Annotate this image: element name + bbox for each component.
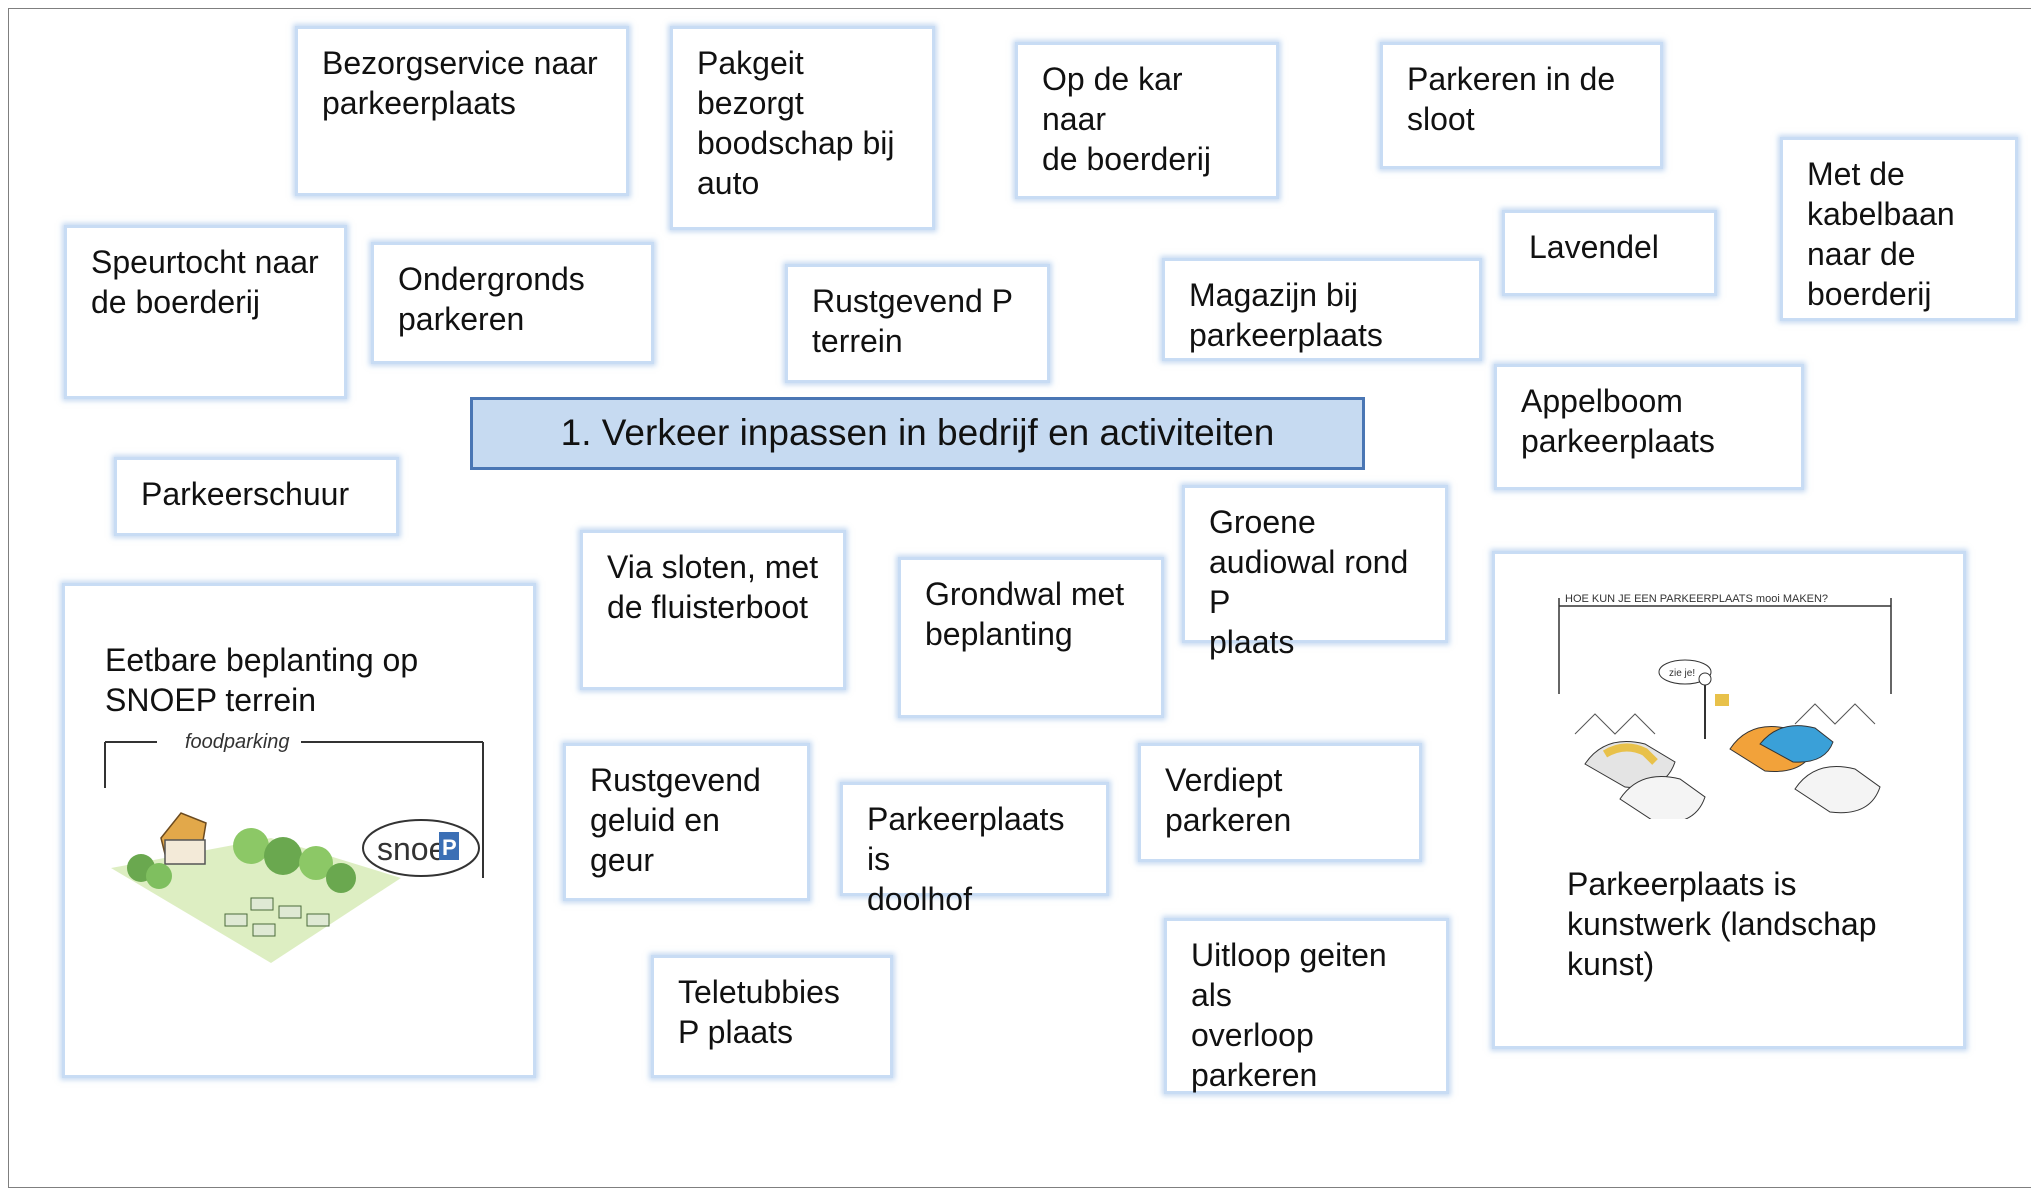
card-kabelbaan: Met de kabelbaan naar de boerderij [1780,137,2018,321]
card-doolhof: Parkeerplaats is doolhof [840,782,1109,917]
card-via-sloten: Via sloten, met de fluisterboot [580,530,846,690]
card-appelboom: Appelboom parkeerplaats [1494,364,1804,490]
card-pakgeit: Pakgeit bezorgt boodschap bij auto [670,26,935,230]
foodparking-sketch: foodparking snoe P [104,731,484,963]
snoep-sign-p: P [442,835,457,860]
card-magazijn: Magazijn bij parkeerplaats [1162,258,1482,361]
card-rustgevend-p: Rustgevend P terrein [785,264,1050,383]
card-lavendel: Lavendel [1502,210,1717,296]
card-speurtocht: Speurtocht naar de boerderij [64,225,347,399]
card-groene-audiowal: Groene audiowal rond P plaats [1182,485,1448,660]
parking-art-sketch: HOE KUN JE EEN PARKEERPLAATS mooi MAKEN?… [1558,593,1892,819]
card-op-de-kar: Op de kar naar de boerderij [1015,42,1279,199]
card-teletubbies: Teletubbies P plaats [651,955,893,1078]
snoep-sign-text: snoe [377,831,446,867]
card-bezorgservice: Bezorgservice naar parkeerplaats [295,26,629,196]
foodparking-caption: foodparking [185,731,290,753]
card-parkeren-sloot: Parkeren in de sloot [1380,42,1663,169]
card-uitloop: Uitloop geiten als overloop parkeren [1164,918,1449,1094]
card-kunstwerk: HOE KUN JE EEN PARKEERPLAATS mooi MAKEN?… [1492,551,1966,1049]
card-ondergronds: Ondergronds parkeren [371,242,654,364]
card-eetbare: Eetbare beplanting op SNOEP terrein food… [62,583,536,1078]
eetbare-label: Eetbare beplanting op SNOEP terrein [105,642,419,718]
card-rustgevend-geluid: Rustgevend geluid en geur [563,743,810,901]
kunstwerk-label: Parkeerplaats is kunstwerk (landschap ku… [1567,866,1877,982]
card-grondwal: Grondwal met beplanting [898,557,1164,718]
central-title: 1. Verkeer inpassen in bedrijf en activi… [470,397,1365,470]
card-verdiept: Verdiept parkeren [1138,743,1422,862]
card-parkeerschuur: Parkeerschuur [114,457,399,536]
parking-art-caption: HOE KUN JE EEN PARKEERPLAATS mooi MAKEN? [1565,593,1828,605]
parking-art-bubble: zie je! [1669,668,1695,679]
